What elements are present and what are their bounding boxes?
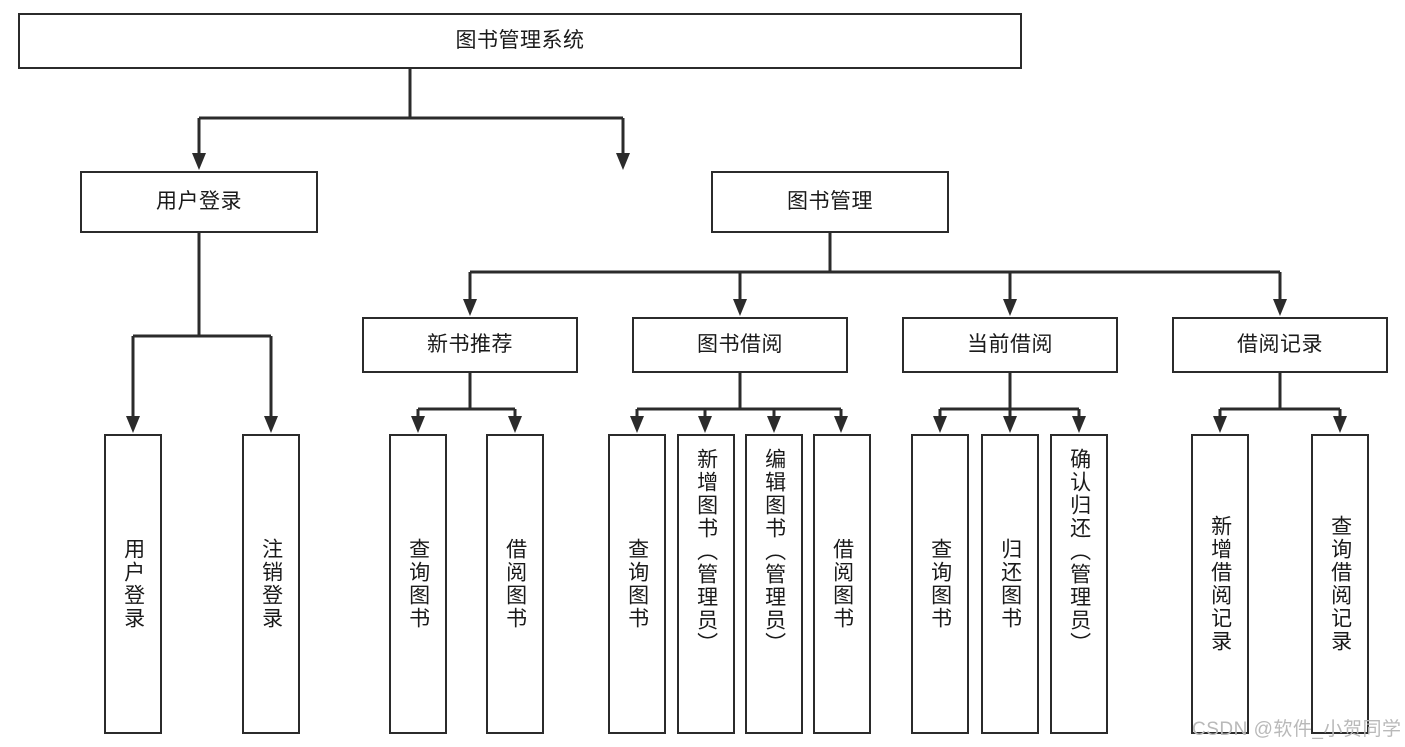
arrowhead-icon [630, 416, 644, 433]
arrowhead-icon [411, 416, 425, 433]
watermark: CSDN @软件_小贺同学 [1192, 719, 1402, 740]
node-label: 图书管理 [787, 189, 873, 213]
node-leaf-user-logout[interactable]: 注销登录 [242, 434, 300, 734]
arrowhead-icon [698, 416, 712, 433]
node-label: 查询图书 [928, 538, 952, 630]
node-leaf-query-book-2[interactable]: 查询图书 [608, 434, 666, 734]
node-leaf-borrow-book-2[interactable]: 借阅图书 [813, 434, 871, 734]
node-label: 新增图书（管理员） [694, 448, 718, 655]
arrowhead-icon [733, 299, 747, 316]
node-label: 用户登录 [121, 538, 145, 630]
arrowhead-icon [126, 416, 140, 433]
node-borrow-record[interactable]: 借阅记录 [1172, 317, 1388, 373]
node-label: 编辑图书（管理员） [762, 448, 786, 655]
node-leaf-add-record[interactable]: 新增借阅记录 [1191, 434, 1249, 734]
node-current-borrow[interactable]: 当前借阅 [902, 317, 1118, 373]
arrowhead-icon [1072, 416, 1086, 433]
node-label: 当前借阅 [967, 332, 1053, 356]
arrowhead-icon [264, 416, 278, 433]
arrowhead-icon [1333, 416, 1347, 433]
node-label: 查询图书 [406, 538, 430, 630]
arrowhead-icon [767, 416, 781, 433]
arrowhead-icon [1003, 416, 1017, 433]
node-user-login[interactable]: 用户登录 [80, 171, 318, 233]
node-leaf-query-record[interactable]: 查询借阅记录 [1311, 434, 1369, 734]
arrowhead-icon [1003, 299, 1017, 316]
node-label: 图书借阅 [697, 332, 783, 356]
node-book-manage[interactable]: 图书管理 [711, 171, 949, 233]
node-leaf-return-book[interactable]: 归还图书 [981, 434, 1039, 734]
node-label: 归还图书 [998, 538, 1022, 630]
node-label: 用户登录 [156, 189, 242, 213]
arrowhead-icon [1213, 416, 1227, 433]
node-label: 查询借阅记录 [1328, 515, 1352, 653]
node-label: 确认归还（管理员） [1067, 448, 1091, 655]
node-label: 注销登录 [259, 538, 283, 630]
node-root[interactable]: 图书管理系统 [18, 13, 1022, 69]
arrowhead-icon [933, 416, 947, 433]
node-new-book-rec[interactable]: 新书推荐 [362, 317, 578, 373]
node-label: 借阅图书 [503, 538, 527, 630]
node-leaf-query-book-3[interactable]: 查询图书 [911, 434, 969, 734]
node-leaf-confirm-ret[interactable]: 确认归还（管理员） [1050, 434, 1108, 734]
node-leaf-user-login[interactable]: 用户登录 [104, 434, 162, 734]
node-leaf-add-book[interactable]: 新增图书（管理员） [677, 434, 735, 734]
node-label: 图书管理系统 [455, 28, 585, 52]
node-label: 借阅记录 [1237, 332, 1323, 356]
node-leaf-edit-book[interactable]: 编辑图书（管理员） [745, 434, 803, 734]
arrowhead-icon [192, 153, 206, 170]
node-label: 新增借阅记录 [1208, 515, 1232, 653]
node-leaf-borrow-book-1[interactable]: 借阅图书 [486, 434, 544, 734]
arrowhead-icon [1273, 299, 1287, 316]
arrowhead-icon [616, 153, 630, 170]
node-book-borrow[interactable]: 图书借阅 [632, 317, 848, 373]
node-label: 查询图书 [625, 538, 649, 630]
arrowhead-icon [834, 416, 848, 433]
node-label: 新书推荐 [427, 332, 513, 356]
node-leaf-query-book-1[interactable]: 查询图书 [389, 434, 447, 734]
node-label: 借阅图书 [830, 538, 854, 630]
arrowhead-icon [463, 299, 477, 316]
arrowhead-icon [508, 416, 522, 433]
